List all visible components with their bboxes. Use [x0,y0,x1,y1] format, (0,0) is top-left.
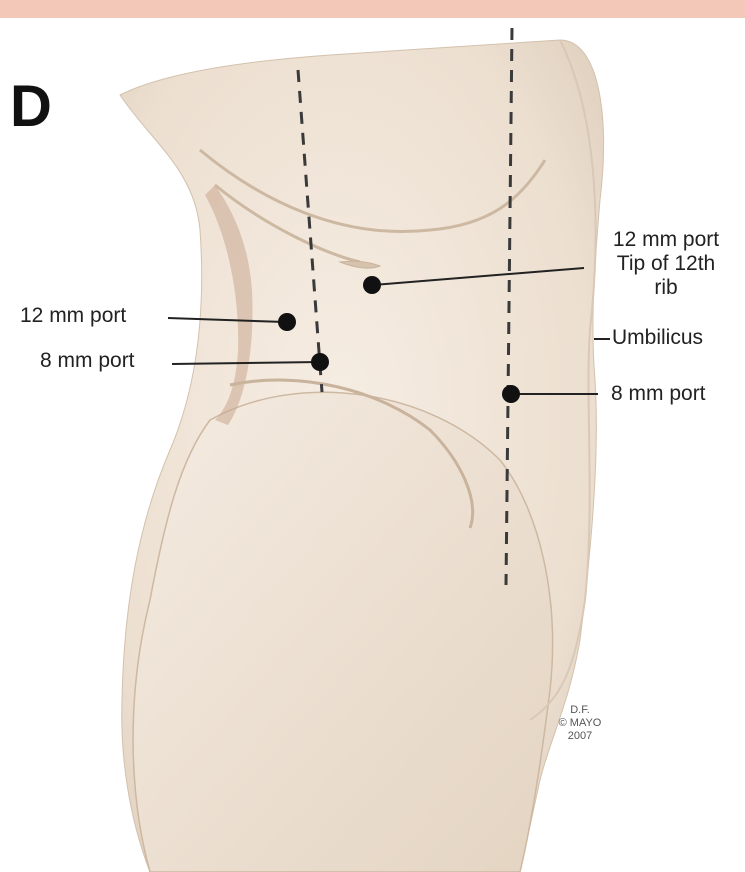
label-rib-12mm-port: 12 mm port Tip of 12th rib [576,228,745,300]
label-left-12mm-port: 12 mm port [20,304,126,328]
panel-letter: D [10,78,52,136]
hip-region [133,392,552,872]
label-umbilicus: Umbilicus [612,326,703,350]
label-right-8mm-port: 8 mm port [611,382,706,406]
artist-signature: D.F. © MAYO 2007 [548,704,612,744]
label-left-8mm-port: 8 mm port [40,349,135,373]
signature-line-1: D.F. [548,704,612,717]
label-rib-line-2: Tip of 12th [576,252,745,276]
label-rib-line-3: rib [576,276,745,300]
port-dot-rib-12mm [363,276,381,294]
label-rib-line-1: 12 mm port [576,228,745,252]
signature-line-3: 2007 [548,730,612,743]
port-dot-right-8mm [502,385,520,403]
port-dot-left-12mm [278,313,296,331]
signature-line-2: © MAYO [548,717,612,730]
port-dot-left-8mm [311,353,329,371]
